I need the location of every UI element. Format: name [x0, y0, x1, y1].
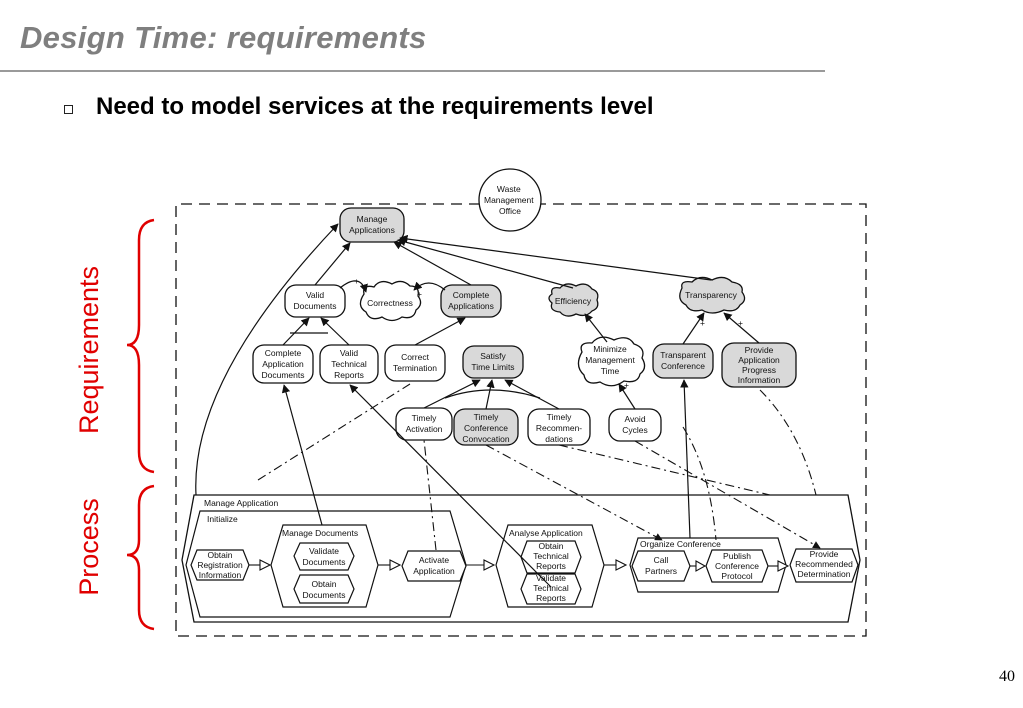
softgoal-minimize-management-time	[577, 336, 646, 387]
requirements-brace	[126, 218, 155, 474]
task-validate-technical-reports	[520, 573, 582, 605]
task-validate-documents	[293, 542, 355, 571]
svg-text:Manage Application: Manage Application	[204, 498, 278, 508]
svg-text:Initialize: Initialize	[207, 514, 238, 524]
svg-text:Analyse Application: Analyse Application	[509, 528, 583, 538]
slide-title: Design Time: requirements	[20, 20, 427, 55]
svg-text:+: +	[624, 380, 629, 390]
realization-links	[195, 223, 691, 588]
svg-text:+: +	[417, 289, 422, 299]
task-activate-application	[401, 550, 467, 582]
softgoal-correctness	[359, 280, 422, 322]
actor-waste-management-office	[478, 168, 542, 232]
sequence-flows	[249, 559, 790, 572]
contribution-labels: + + + + +	[354, 276, 743, 390]
task-obtain-registration-information	[190, 549, 250, 581]
svg-text:Efficiency: Efficiency	[555, 296, 592, 306]
square-bullet-icon	[64, 104, 73, 114]
svg-text:Organize Conference: Organize Conference	[640, 539, 721, 549]
svg-text:+: +	[700, 318, 705, 328]
svg-text:+: +	[738, 318, 743, 328]
bullet-text: Need to model services at the requiremen…	[96, 93, 654, 120]
actor-label: Waste Management Office	[484, 184, 536, 216]
requirements-side-label: Requirements	[74, 266, 104, 434]
svg-text:Transparency: Transparency	[685, 290, 737, 300]
bullet-item: Need to model services at the requiremen…	[64, 92, 654, 122]
svg-text:+: +	[354, 276, 359, 286]
page-number: 40	[999, 668, 1015, 685]
svg-text:Correctness: Correctness	[367, 298, 413, 308]
goal-links	[282, 234, 760, 410]
task-obtain-documents	[293, 574, 355, 604]
process-side-label: Process	[74, 498, 104, 596]
softgoal-efficiency	[548, 283, 599, 317]
title-divider	[0, 70, 825, 72]
goal-manage-applications	[339, 207, 405, 243]
task-provide-recommended-determination	[789, 548, 859, 583]
dependency-links	[257, 383, 821, 551]
task-call-partners	[631, 550, 691, 582]
process-brace	[126, 484, 155, 631]
softgoal-transparency	[679, 276, 746, 314]
actor-boundary	[175, 203, 867, 637]
goal-satisfy-time-limits	[462, 345, 524, 379]
svg-text:Manage Documents: Manage Documents	[282, 528, 358, 538]
